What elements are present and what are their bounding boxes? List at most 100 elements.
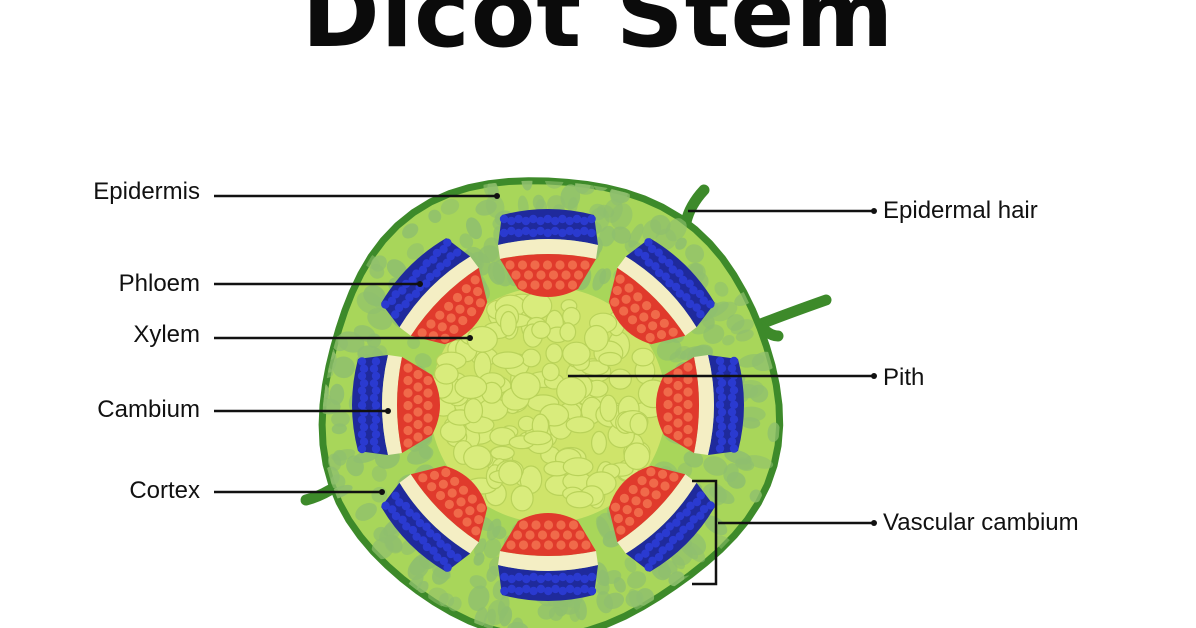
phloem-cell — [446, 252, 455, 261]
phloem-cell — [357, 415, 367, 424]
xylem-cell — [458, 315, 468, 326]
xylem-cell — [568, 520, 579, 530]
phloem-cell — [551, 574, 560, 584]
label-vascular-cambium: Vascular cambium — [883, 509, 1079, 536]
xylem-cell — [441, 467, 451, 478]
pith-cell — [599, 394, 618, 422]
xylem-cell — [467, 494, 477, 504]
xylem-cell — [673, 405, 683, 416]
phloem-cell — [442, 543, 452, 552]
leader-lines — [214, 193, 877, 526]
xylem-cell — [458, 485, 469, 495]
phloem-cell — [395, 498, 404, 507]
xylem-cell — [627, 315, 638, 325]
phloem-cell — [573, 586, 582, 596]
cortex-cell — [598, 225, 616, 247]
xylem-cell — [536, 270, 546, 280]
phloem-cell — [658, 546, 667, 555]
phloem-cell — [675, 532, 684, 541]
xylem-cell — [435, 490, 446, 501]
xylem-cell — [447, 488, 457, 498]
vascular-bundle — [608, 238, 715, 345]
phloem-cell — [412, 532, 421, 541]
phloem-cell — [706, 300, 715, 309]
phloem-cell — [391, 511, 401, 521]
xylem-cell — [444, 301, 454, 311]
phloem-cell — [412, 269, 421, 278]
phloem-cell — [394, 303, 404, 313]
phloem-cell — [695, 289, 705, 299]
xylem-cell — [673, 393, 683, 403]
xylem-cell — [530, 260, 540, 270]
phloem-cell — [371, 386, 381, 395]
xylem-cell — [612, 285, 622, 296]
phloem-cell — [679, 525, 688, 535]
phloem-cell — [507, 226, 516, 236]
phloem-cell — [699, 296, 708, 305]
xylem-cell — [581, 540, 591, 550]
phloem-cell — [507, 574, 516, 584]
xylem-cell — [543, 520, 554, 530]
xylem-cell — [423, 375, 433, 386]
phloem-cell — [442, 258, 452, 268]
phloem-cell — [715, 444, 725, 453]
phloem-cell — [359, 393, 369, 403]
xylem-cell — [450, 476, 460, 486]
cambium — [399, 474, 479, 554]
phloem-cell — [422, 522, 431, 531]
cortex-cell — [611, 226, 632, 244]
cortex-cell — [603, 569, 622, 585]
phloem-cell — [717, 407, 727, 417]
phloem-cell — [499, 214, 509, 224]
xylem-cell — [423, 413, 433, 423]
xylem-cell — [446, 313, 456, 323]
phloem-cell — [647, 244, 657, 254]
xylem-cell — [683, 424, 693, 435]
cortex-cell — [407, 336, 421, 349]
phloem-cell — [654, 248, 663, 257]
phloem-cell — [550, 216, 560, 226]
pith-cell — [598, 351, 622, 367]
pith-cell — [466, 325, 498, 353]
phloem-cell — [665, 542, 674, 551]
xylem-cell — [673, 418, 683, 428]
phloem-cell — [550, 226, 560, 236]
phloem-cell — [371, 444, 381, 454]
phloem-cell — [371, 357, 381, 366]
xylem-cell — [555, 280, 565, 290]
phloem-cell — [727, 364, 737, 373]
phloem-cell — [408, 275, 417, 285]
diagram-title: Dicot Stem — [301, 0, 895, 69]
xylem-cell — [456, 497, 466, 507]
phloem-cell — [536, 216, 545, 226]
leader-dot — [385, 408, 391, 414]
cortex-cell — [331, 411, 350, 427]
phloem-cell — [529, 586, 538, 596]
xylem-cell — [562, 530, 573, 540]
xylem-cell — [437, 322, 447, 332]
phloem-cell — [514, 214, 523, 224]
phloem-cell — [371, 401, 381, 410]
xylem-cell — [673, 380, 683, 391]
cambium — [694, 355, 714, 455]
cortex-cell — [440, 198, 460, 215]
xylem-cell — [413, 407, 423, 417]
phloem-cell — [536, 226, 545, 236]
pith-cell — [559, 322, 577, 342]
xylem-cell — [523, 270, 534, 280]
xylem-cell — [610, 502, 621, 512]
cortex-cell — [369, 264, 385, 279]
cortex-cell — [483, 538, 502, 559]
phloem-cell — [696, 511, 705, 520]
xylem-cell — [530, 280, 540, 290]
leader-dot — [871, 373, 877, 379]
label-cambium: Cambium — [97, 396, 200, 423]
phloem-cell — [543, 214, 552, 224]
phloem-cell — [654, 552, 664, 562]
xylem-cell — [418, 473, 428, 483]
phloem-cell — [685, 521, 695, 531]
vascular-bundle — [352, 355, 440, 455]
xylem-cell — [461, 284, 471, 294]
xylem-cell — [423, 388, 433, 398]
phloem-cell — [359, 408, 369, 417]
